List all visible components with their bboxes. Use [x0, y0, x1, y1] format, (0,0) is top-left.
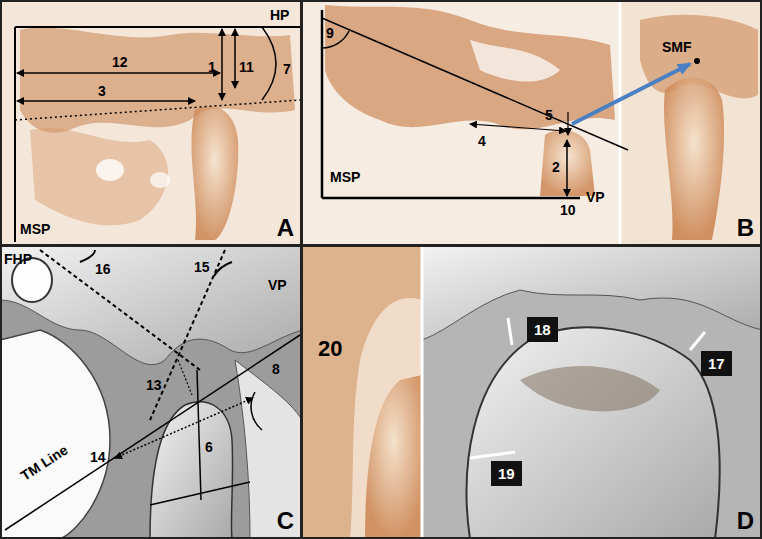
panel-letter: C [277, 507, 294, 535]
callout-label: MSP [20, 222, 50, 236]
measurement-tag: 17 [701, 351, 732, 376]
callout-label: 16 [95, 262, 111, 276]
callout-number: 18 [534, 321, 551, 338]
callout-label: MSP [330, 170, 360, 184]
callout-label: 11 [239, 60, 254, 74]
callout-label: 12 [112, 55, 128, 69]
callout-label: FHP [4, 252, 32, 266]
panel-letter: A [277, 214, 294, 242]
panel-letter: D [737, 507, 754, 535]
callout-label: VP [268, 278, 287, 292]
measurement-tag: 18 [527, 317, 558, 342]
callout-label: 14 [90, 450, 106, 464]
callout-label: SMF [662, 40, 692, 54]
callout-label: 1 [208, 60, 216, 74]
callout-number: 19 [498, 465, 515, 482]
figure-panel: A [0, 0, 302, 246]
callout-label: 20 [318, 338, 342, 360]
figure-panel: D 18 17 19 [301, 245, 762, 539]
figure-panel: B [301, 0, 762, 246]
callout-label: HP [270, 8, 289, 22]
callout-number: 17 [708, 355, 725, 372]
callout-label: 3 [98, 84, 106, 98]
figure-panel: C [0, 245, 302, 539]
callout-label: 13 [146, 378, 162, 392]
callout-label: 10 [560, 203, 576, 217]
callout-label: VP [586, 190, 605, 204]
panel-letter: B [737, 214, 754, 242]
callout-label: 8 [272, 362, 280, 376]
callout-label: 7 [283, 62, 291, 76]
callout-label: 4 [478, 134, 486, 148]
callout-label: 5 [545, 108, 553, 122]
callout-label: 6 [205, 440, 213, 454]
callout-label: 15 [194, 260, 210, 274]
callout-label: 2 [552, 160, 560, 174]
measurement-tag: 19 [491, 461, 522, 486]
callout-label: 9 [326, 26, 334, 40]
